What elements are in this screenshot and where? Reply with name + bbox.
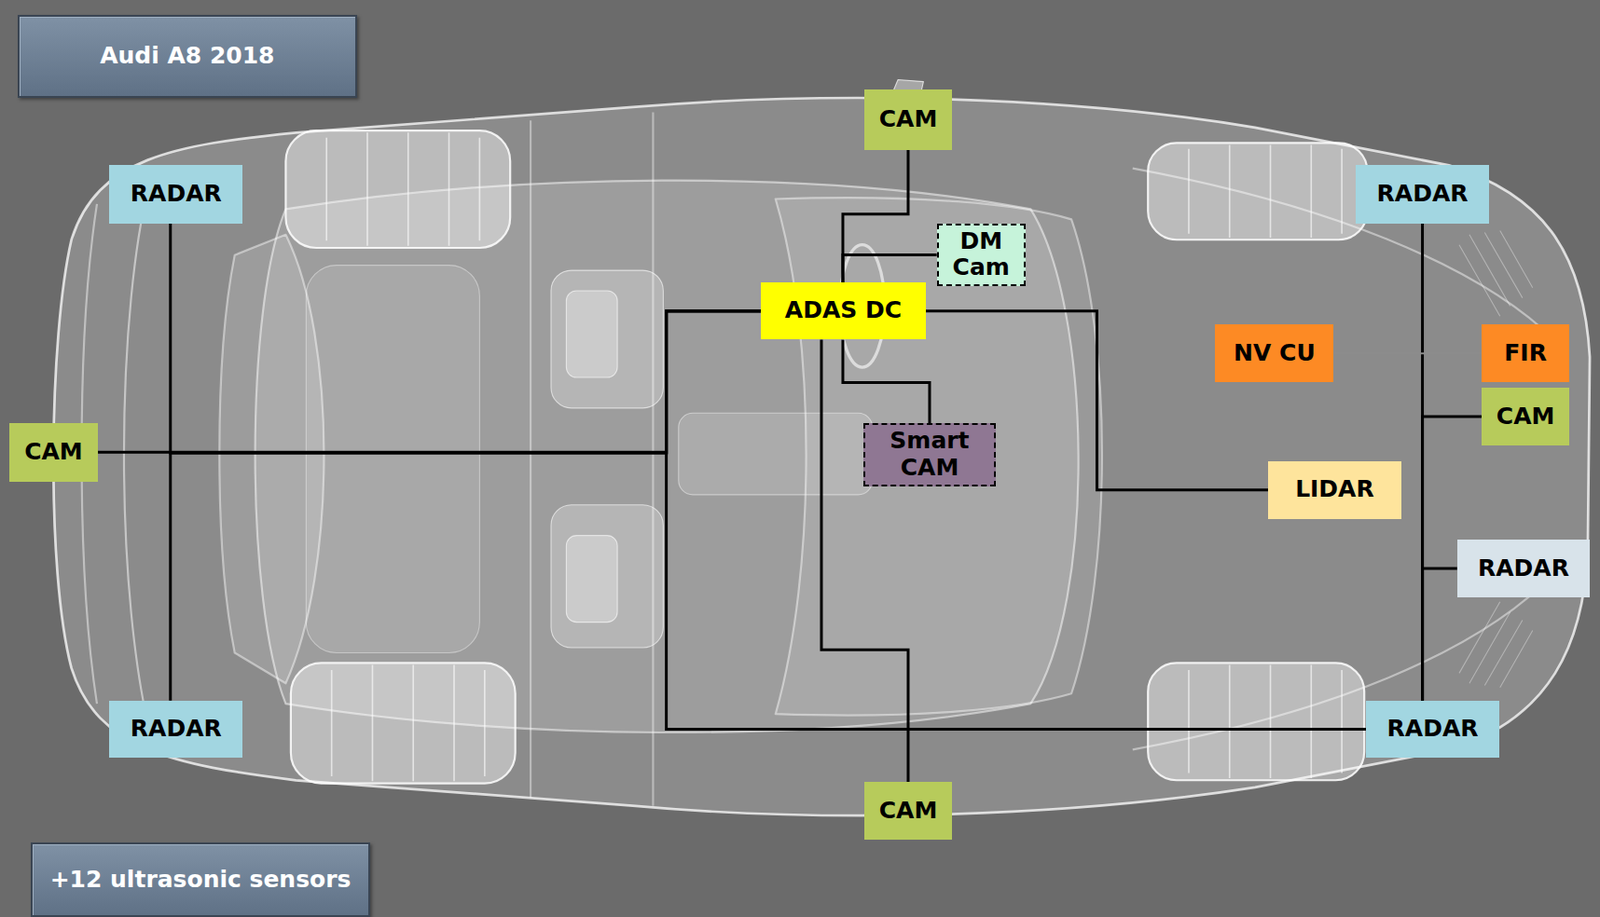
- wire: [821, 339, 909, 783]
- wire: [842, 339, 930, 424]
- wire: [1422, 568, 1458, 702]
- car-body: [53, 97, 1590, 816]
- caption-box: +12 ultrasonic sensors: [30, 842, 371, 917]
- node-label: Smart CAM: [870, 427, 989, 483]
- camera-box: CAM: [864, 89, 952, 151]
- grille-mesh: [1459, 230, 1533, 688]
- radar-box: RADAR: [109, 701, 243, 759]
- node-label: RADAR: [130, 180, 222, 208]
- smart-camera-box: Smart CAM: [863, 423, 996, 487]
- front-seat: [551, 505, 663, 649]
- node-label: CAM: [24, 439, 83, 467]
- radar-box: RADAR: [1457, 539, 1590, 598]
- node-label: RADAR: [1387, 716, 1479, 744]
- node-label: CAM: [879, 106, 938, 134]
- controller-box: ADAS DC: [760, 282, 925, 340]
- node-label: NV CU: [1233, 340, 1316, 368]
- infrared-sensor-box: FIR: [1481, 324, 1570, 383]
- control-unit-box: NV CU: [1214, 324, 1334, 383]
- wire: [1333, 352, 1482, 355]
- wire: [170, 223, 762, 454]
- wire: [97, 311, 761, 454]
- car-door-line: [530, 111, 653, 806]
- wheel: [285, 130, 1367, 784]
- caption: +12 ultrasonic sensors: [50, 867, 352, 895]
- center-console: [678, 413, 873, 496]
- node-label: LIDAR: [1295, 476, 1375, 504]
- node-label: ADAS DC: [785, 297, 902, 325]
- node-label: DM Cam: [944, 228, 1019, 283]
- radar-box: RADAR: [109, 165, 243, 223]
- front-seat: [551, 270, 663, 409]
- wire: [842, 254, 938, 283]
- wire: [842, 150, 909, 283]
- node-label: CAM: [1496, 403, 1556, 431]
- radar-box: RADAR: [1355, 165, 1489, 223]
- node-label: RADAR: [130, 716, 222, 744]
- node-label: FIR: [1503, 340, 1547, 368]
- lidar-box: LIDAR: [1268, 461, 1401, 520]
- headrest: [565, 290, 618, 378]
- wire: [170, 311, 762, 702]
- driver-monitor-camera-box: DM Cam: [937, 223, 1026, 288]
- node-label: CAM: [879, 798, 938, 826]
- car-trunk-line: [124, 168, 153, 745]
- node-label: RADAR: [1477, 555, 1570, 583]
- wheel-tread: [326, 132, 1342, 782]
- node-label: RADAR: [1377, 180, 1469, 208]
- title-box: Audi A8 2018: [17, 14, 358, 98]
- title: Audi A8 2018: [99, 42, 275, 70]
- camera-box: CAM: [1481, 387, 1570, 446]
- camera-box: CAM: [9, 423, 98, 482]
- headrest: [565, 536, 618, 623]
- wire: [666, 311, 1367, 731]
- rear-seat: [305, 265, 480, 654]
- radar-box: RADAR: [1365, 701, 1499, 759]
- camera-box: CAM: [864, 782, 952, 840]
